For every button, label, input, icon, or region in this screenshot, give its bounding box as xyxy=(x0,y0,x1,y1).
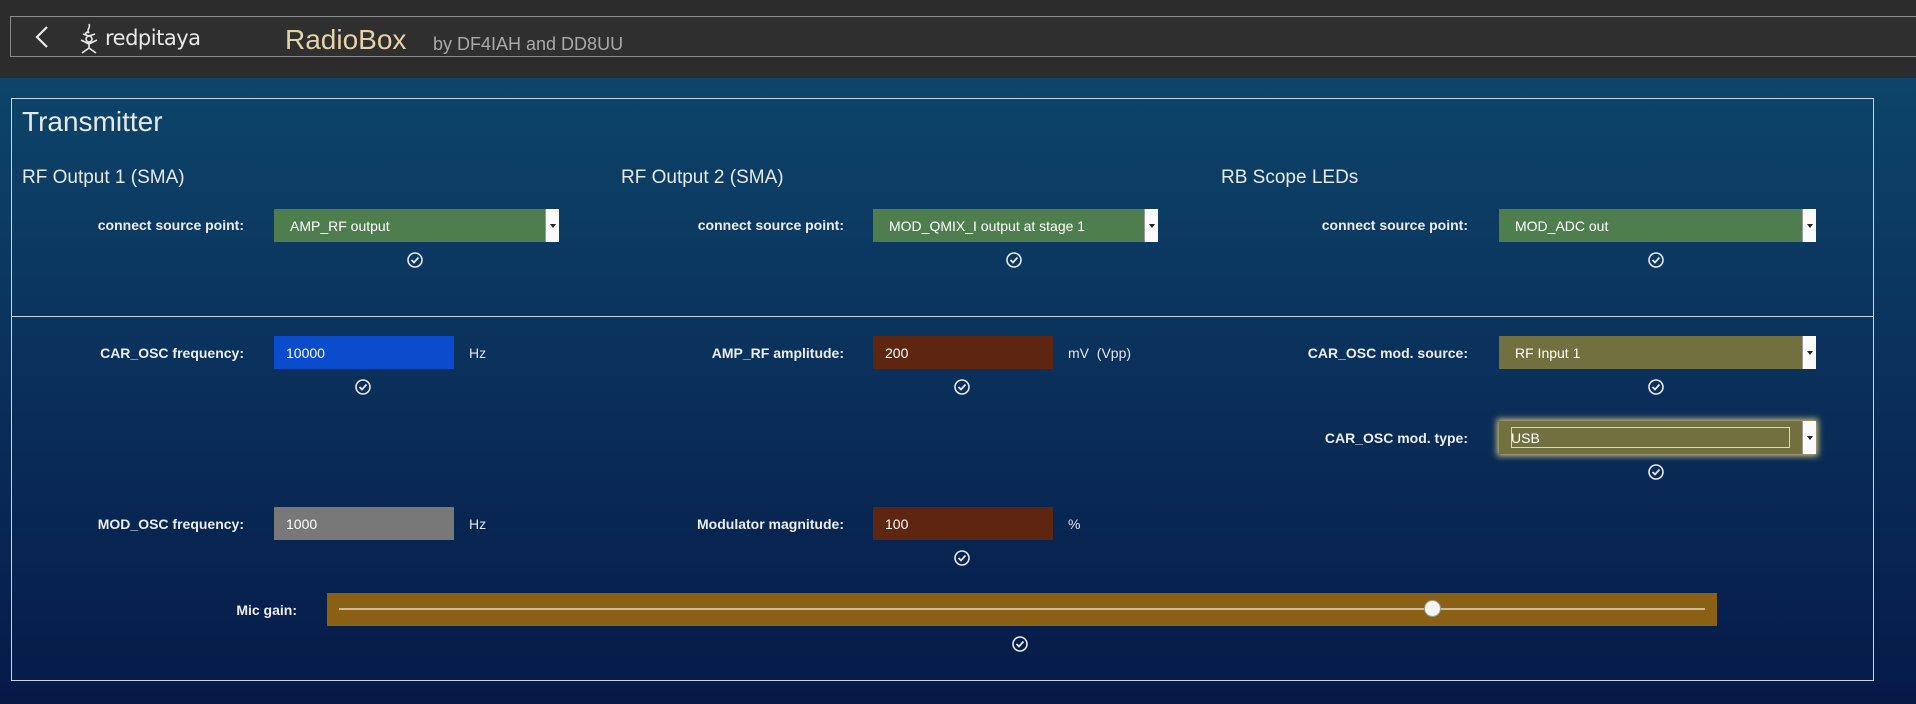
car-osc-mod-source-select[interactable]: RF Input 1 xyxy=(1499,336,1816,369)
amp-rf-amplitude-label: AMP_RF amplitude: xyxy=(711,345,844,361)
chevron-down-icon[interactable] xyxy=(1802,421,1816,454)
settings-section xyxy=(12,316,1873,680)
car-osc-mod-type-label: CAR_OSC mod. type: xyxy=(1324,430,1468,446)
panel-title: Transmitter xyxy=(22,106,163,137)
amp-rf-amplitude-apply-check-icon[interactable] xyxy=(953,378,971,396)
focus-outline xyxy=(1511,427,1790,448)
top-bar: redpitaya RadioBox by DF4IAH and DD8UU xyxy=(0,0,1916,78)
chevron-down-icon[interactable] xyxy=(1802,209,1816,242)
chevron-down-icon[interactable] xyxy=(1802,336,1816,369)
chevron-down-icon[interactable] xyxy=(545,209,559,242)
car-osc-frequency-unit: Hz xyxy=(469,345,487,361)
app-title: RadioBox xyxy=(285,24,407,55)
mic-gain-apply-check-icon[interactable] xyxy=(1011,635,1029,653)
logo-text: redpitaya xyxy=(105,26,201,50)
transmitter-panel: Transmitter xyxy=(11,98,1874,681)
rb-scope-leds-value: MOD_ADC out xyxy=(1515,217,1609,234)
rb-scope-leds-apply-check-icon[interactable] xyxy=(1647,251,1665,269)
redpitaya-logo-icon xyxy=(80,23,98,54)
modulator-magnitude-unit: % xyxy=(1068,516,1081,532)
car-osc-frequency-label: CAR_OSC frequency: xyxy=(100,345,244,361)
car-osc-mod-source-apply-check-icon[interactable] xyxy=(1647,378,1665,396)
rb-scope-leds-label: connect source point: xyxy=(1321,217,1468,233)
rb-scope-leds-title: RB Scope LEDs xyxy=(1221,167,1359,188)
car-osc-mod-source-value: RF Input 1 xyxy=(1515,344,1581,361)
rf-output-2-title: RF Output 2 (SMA) xyxy=(621,167,784,188)
slider-thumb[interactable] xyxy=(1423,600,1441,617)
mic-gain-slider[interactable] xyxy=(327,593,1717,626)
rf-output-1-value: AMP_RF output xyxy=(290,217,390,234)
back-chevron-icon[interactable] xyxy=(33,24,53,50)
routing-section: Transmitter xyxy=(12,99,1873,316)
rb-scope-leds-select[interactable]: MOD_ADC out xyxy=(1499,209,1816,242)
modulator-magnitude-apply-check-icon[interactable] xyxy=(953,549,971,567)
car-osc-frequency-input[interactable]: 10000 xyxy=(274,336,454,369)
car-osc-mod-type-value: USB xyxy=(1511,429,1540,446)
mod-osc-frequency-label: MOD_OSC frequency: xyxy=(97,516,244,532)
slider-track xyxy=(339,608,1705,610)
amp-rf-amplitude-input[interactable]: 200 xyxy=(873,336,1053,369)
header: redpitaya RadioBox by DF4IAH and DD8UU xyxy=(10,16,1916,57)
rf-output-1-apply-check-icon[interactable] xyxy=(406,251,424,269)
car-osc-mod-type-apply-check-icon[interactable] xyxy=(1647,463,1665,481)
mod-osc-frequency-input[interactable]: 1000 xyxy=(274,507,454,540)
rf-output-1-title: RF Output 1 (SMA) xyxy=(22,167,185,188)
rf-output-2-label: connect source point: xyxy=(697,217,844,233)
rf-output-2-value: MOD_QMIX_I output at stage 1 xyxy=(889,217,1086,234)
rf-output-1-label: connect source point: xyxy=(97,217,244,233)
mic-gain-label: Mic gain: xyxy=(236,602,297,618)
rf-output-1-select[interactable]: AMP_RF output xyxy=(274,209,559,242)
rf-output-2-select[interactable]: MOD_QMIX_I output at stage 1 xyxy=(873,209,1158,242)
redpitaya-logo: redpitaya xyxy=(77,21,201,55)
rf-output-2-apply-check-icon[interactable] xyxy=(1005,251,1023,269)
modulator-magnitude-label: Modulator magnitude: xyxy=(697,516,844,532)
modulator-magnitude-input[interactable]: 100 xyxy=(873,507,1053,540)
car-osc-mod-type-select[interactable]: USB xyxy=(1499,421,1816,454)
mod-osc-frequency-unit: Hz xyxy=(469,516,487,532)
car-osc-mod-source-label: CAR_OSC mod. source: xyxy=(1307,345,1468,361)
chevron-down-icon[interactable] xyxy=(1144,209,1158,242)
car-osc-frequency-apply-check-icon[interactable] xyxy=(354,378,372,396)
app-subtitle: by DF4IAH and DD8UU xyxy=(433,34,624,54)
amp-rf-amplitude-unit: mV (Vpp) xyxy=(1068,345,1132,361)
